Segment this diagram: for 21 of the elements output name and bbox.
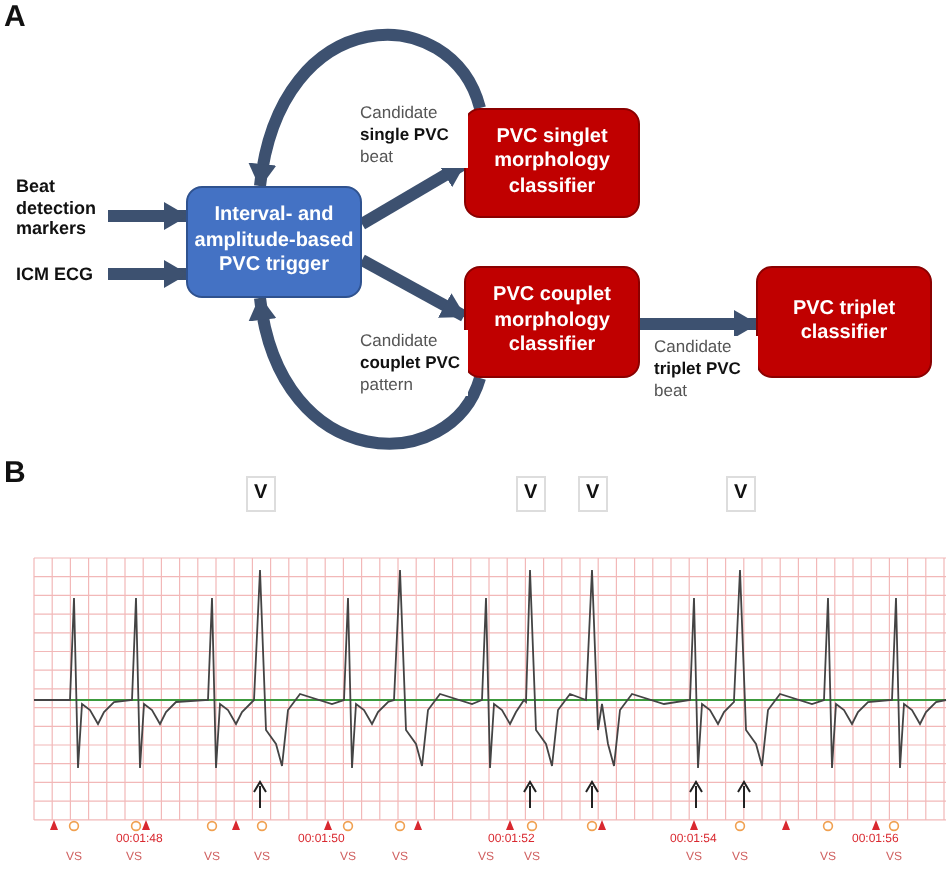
arrow	[359, 254, 467, 322]
arrow	[640, 310, 758, 338]
edge-label: Candidate single PVC beat	[360, 102, 468, 169]
edge-label: Candidate couplet PVC pattern	[360, 330, 468, 397]
classifier-box: PVC triplet classifier	[756, 266, 932, 378]
edge-label: Candidate triplet PVC beat	[654, 336, 758, 403]
panel-letter: B	[4, 456, 26, 490]
trigger-box: Interval- and amplitude-based PVC trigger	[186, 186, 362, 298]
arrow	[108, 260, 188, 288]
classifier-box: PVC singlet morphology classifier	[464, 108, 640, 218]
input-label: Beat detection markers	[16, 175, 99, 241]
classifier-box: PVC couplet morphology classifier	[464, 266, 640, 378]
beat-label: V	[246, 476, 276, 512]
beat-label: V	[726, 476, 756, 512]
beat-label: V	[516, 476, 546, 512]
beat-label: V	[578, 476, 608, 512]
arrow	[250, 296, 486, 450]
panel-letter: A	[4, 0, 26, 34]
arrow	[108, 202, 188, 230]
arrow	[250, 28, 486, 188]
input-label: ICM ECG	[16, 263, 94, 285]
